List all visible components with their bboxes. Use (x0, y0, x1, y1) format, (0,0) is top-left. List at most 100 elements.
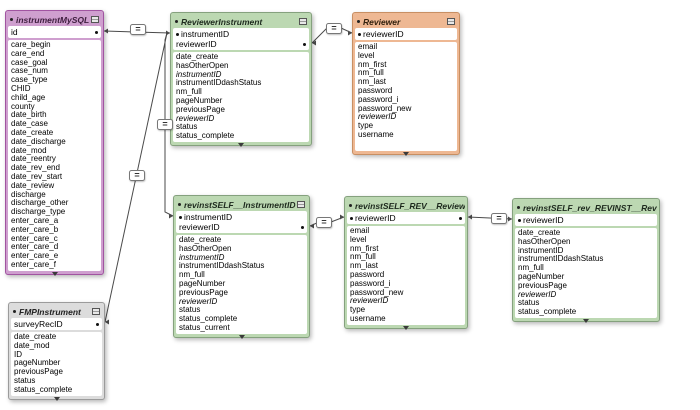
table-header[interactable]: FMPInstrument (11, 305, 102, 318)
field-row: date_create (518, 229, 561, 237)
field-row: status (179, 306, 201, 315)
field-row: enter_care_b (11, 225, 59, 234)
field-row: status_complete (176, 132, 235, 141)
field-row: level (358, 51, 375, 60)
anchor-dot-icon (303, 42, 306, 46)
field-row: username (358, 130, 394, 139)
relationship-operator[interactable]: = (316, 216, 332, 228)
field-row: reviewerID (518, 290, 557, 299)
table-header[interactable]: revinstSELF__InstrumentID (176, 198, 307, 211)
anchor-dot-icon (350, 216, 353, 220)
table-collapse-icon[interactable] (297, 201, 305, 208)
bullet-icon (175, 20, 178, 23)
anchor-dot-icon (179, 215, 182, 219)
table-header[interactable]: revinstSELF_rev_REVINST__ReviewerID (515, 201, 657, 214)
table-revinstSELF_rev_REVINST__ReviewerID[interactable]: revinstSELF_rev_REVINST__ReviewerIDrevie… (512, 198, 660, 323)
field-row: date_rev_start (11, 172, 63, 181)
relationship-operator[interactable]: = (157, 118, 173, 130)
anchor-dot-icon (459, 216, 462, 220)
field-row: status_complete (179, 315, 238, 324)
key-fields-section: reviewerID (347, 212, 465, 224)
resize-notch-icon[interactable] (583, 318, 589, 323)
field-row: previousPage (14, 368, 63, 377)
field-row: date_mod (14, 341, 50, 350)
field-row: ID (14, 350, 22, 359)
key-field-name: reviewerID (523, 215, 564, 225)
key-field-name: surveyRecID (14, 319, 63, 329)
field-row: reviewerID (358, 113, 397, 122)
field-row: enter_care_a (11, 216, 59, 225)
connector-arrowhead-icon (468, 214, 472, 220)
field-row: password (358, 86, 393, 95)
field-row: type (358, 122, 374, 131)
field-row: email (358, 43, 378, 51)
table-header[interactable]: instrumentMySQL (8, 13, 101, 26)
key-fields-section: id (8, 26, 101, 38)
field-row: enter_care_c (11, 234, 58, 243)
field-row: level (350, 235, 367, 244)
field-row: date_discharge (11, 137, 66, 146)
bullet-icon (13, 310, 16, 313)
table-header[interactable]: Reviewer (355, 15, 457, 28)
resize-notch-icon[interactable] (403, 151, 409, 156)
resize-notch-icon[interactable] (238, 334, 245, 339)
resize-notch-icon[interactable] (238, 142, 244, 147)
table-collapse-icon[interactable] (92, 308, 100, 315)
field-row: pageNumber (518, 272, 565, 281)
connector-arrowhead-icon (348, 30, 352, 36)
key-field-row: reviewerID (358, 29, 454, 39)
relationship-operator[interactable]: = (129, 169, 145, 181)
anchor-dot-icon (301, 225, 304, 229)
field-row: status_current (179, 323, 230, 332)
field-row: nm_last (350, 262, 379, 271)
field-row: pageNumber (176, 96, 223, 105)
relationship-operator[interactable]: = (130, 23, 146, 35)
resize-notch-icon[interactable] (403, 325, 409, 330)
table-collapse-icon[interactable] (91, 16, 99, 23)
field-row: enter_care_d (11, 243, 59, 252)
table-revinstSELF_REV__ReviewerID[interactable]: revinstSELF_REV__ReviewerIDreviewerIDema… (344, 196, 468, 330)
table-title: ReviewerInstrument (181, 16, 263, 27)
key-field-name: id (11, 27, 18, 37)
field-row: nm_first (350, 244, 379, 253)
bullet-icon (357, 20, 360, 23)
table-header[interactable]: ReviewerInstrument (173, 15, 309, 28)
key-field-row: surveyRecID (14, 319, 99, 329)
field-row: status (518, 299, 540, 308)
table-title: FMPInstrument (19, 306, 81, 317)
connector-arrowhead-icon (104, 28, 108, 34)
field-row: password_i (358, 95, 399, 104)
relationship-operator[interactable]: = (491, 212, 507, 224)
relationship-operator[interactable]: = (326, 22, 342, 34)
field-row: instrumentID (518, 246, 564, 255)
field-row: nm_full (358, 69, 384, 78)
table-title: revinstSELF_rev_REVINST__ReviewerID (523, 202, 657, 213)
bullet-icon (10, 18, 13, 21)
resize-notch-icon[interactable] (51, 271, 58, 276)
field-row: previousPage (518, 281, 567, 290)
key-field-name: reviewerID (176, 39, 217, 49)
field-row: enter_care_e (11, 252, 59, 261)
table-collapse-icon[interactable] (447, 18, 455, 25)
field-row: date_create (14, 333, 57, 341)
field-row: hasOtherOpen (179, 244, 232, 253)
field-row: care_end (11, 49, 45, 58)
field-row: status_complete (518, 308, 577, 317)
table-collapse-icon[interactable] (299, 18, 307, 25)
field-row: care_begin (11, 41, 51, 49)
field-row: reviewerID (350, 297, 389, 306)
table-header[interactable]: revinstSELF_REV__ReviewerID (347, 199, 465, 212)
field-row: instrumentID (179, 253, 225, 262)
field-row: password_i (350, 279, 391, 288)
resize-notch-icon[interactable] (53, 396, 60, 401)
field-row: instrumentIDdashStatus (518, 255, 604, 264)
